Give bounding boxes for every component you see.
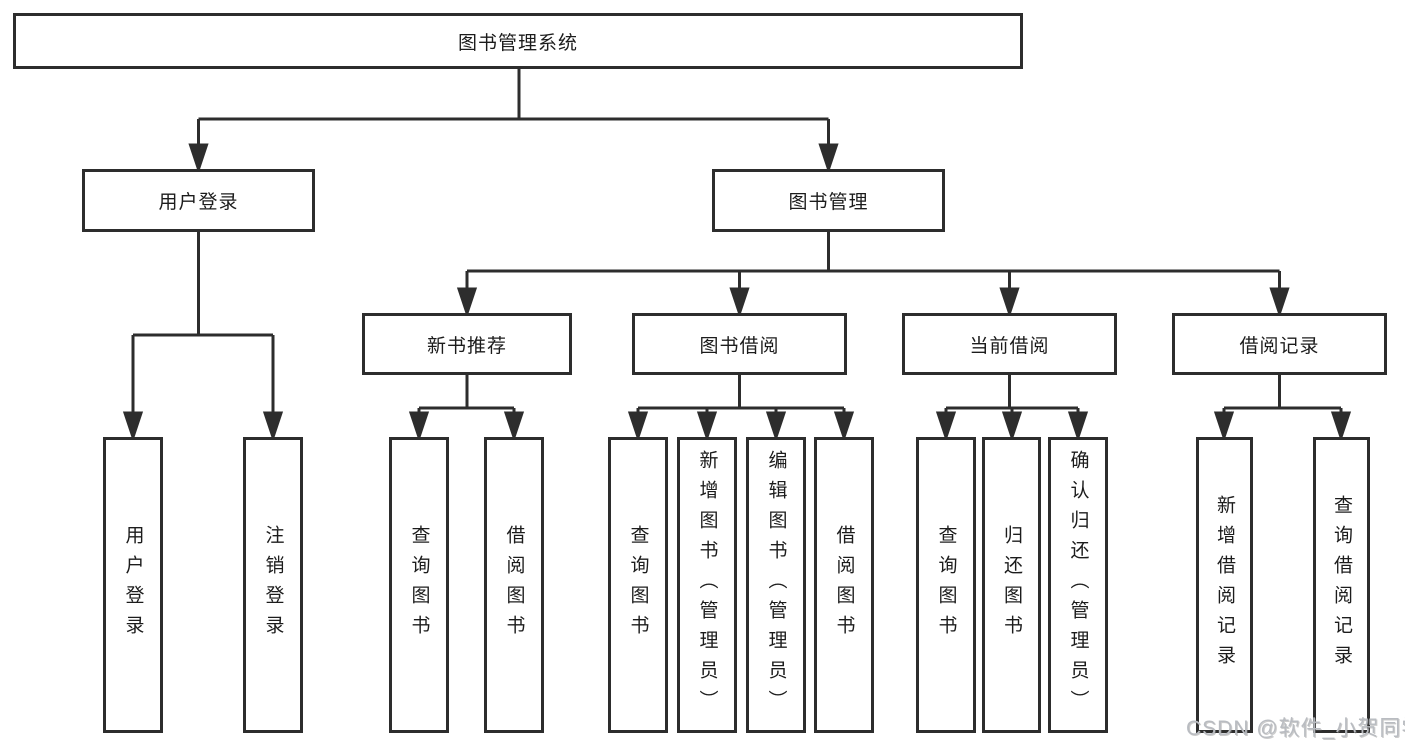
leaf-edit-books-admin: 编辑图书（管理员） (746, 437, 806, 733)
node-user-login: 用户登录 (82, 169, 315, 232)
node-new-book-recommend-label: 新书推荐 (426, 335, 507, 357)
node-book-borrow: 图书借阅 (632, 313, 847, 375)
node-root: 图书管理系统 (13, 13, 1023, 69)
connector-bookmgmt-to-level2 (456, 232, 1290, 318)
leaf-add-books-admin-label: 新增图书（管理员） (696, 450, 718, 720)
node-root-label: 图书管理系统 (457, 32, 578, 54)
leaf-user-login: 用户登录 (103, 437, 163, 733)
node-current-borrow-label: 当前借阅 (969, 335, 1050, 357)
leaf-confirm-return-admin-label: 确认归还（管理员） (1067, 450, 1089, 720)
node-borrow-records: 借阅记录 (1172, 313, 1387, 375)
leaf-logout-label: 注销登录 (262, 525, 284, 645)
leaf-query-books-current-label: 查询图书 (935, 525, 957, 645)
connector-root-to-level1 (188, 69, 839, 174)
leaf-query-borrow-record: 查询借阅记录 (1313, 437, 1370, 733)
connector-records-to-leaves (1213, 375, 1352, 442)
connector-newbook-to-leaves (408, 375, 525, 442)
connector-userlogin-to-leaves (122, 232, 284, 442)
leaf-add-borrow-record: 新增借阅记录 (1196, 437, 1253, 733)
leaf-query-books-borrow-label: 查询图书 (627, 525, 649, 645)
node-current-borrow: 当前借阅 (902, 313, 1117, 375)
connector-current-to-leaves (935, 375, 1089, 442)
connector-borrow-to-leaves (627, 375, 855, 442)
node-user-login-label: 用户登录 (158, 192, 239, 213)
node-borrow-records-label: 借阅记录 (1239, 335, 1320, 357)
leaf-borrow-books-recommend-label: 借阅图书 (503, 525, 525, 645)
leaf-borrow-books-label: 借阅图书 (833, 525, 855, 645)
leaf-return-books: 归还图书 (982, 437, 1041, 733)
leaf-add-borrow-record-label: 新增借阅记录 (1214, 495, 1235, 675)
leaf-borrow-books: 借阅图书 (814, 437, 874, 733)
leaf-query-books-recommend: 查询图书 (389, 437, 449, 733)
leaf-return-books-label: 归还图书 (1001, 525, 1022, 645)
leaf-query-borrow-record-label: 查询借阅记录 (1331, 495, 1352, 675)
leaf-query-books-recommend-label: 查询图书 (408, 525, 430, 645)
leaf-add-books-admin: 新增图书（管理员） (677, 437, 737, 733)
leaf-edit-books-admin-label: 编辑图书（管理员） (765, 450, 787, 720)
leaf-logout: 注销登录 (243, 437, 303, 733)
leaf-user-login-label: 用户登录 (122, 525, 144, 645)
leaf-query-books-current: 查询图书 (916, 437, 976, 733)
leaf-borrow-books-recommend: 借阅图书 (484, 437, 544, 733)
node-book-borrow-label: 图书借阅 (699, 335, 780, 357)
node-book-management-label: 图书管理 (788, 192, 869, 213)
node-book-management: 图书管理 (712, 169, 945, 232)
node-new-book-recommend: 新书推荐 (362, 313, 572, 375)
leaf-confirm-return-admin: 确认归还（管理员） (1048, 437, 1108, 733)
leaf-query-books-borrow: 查询图书 (608, 437, 668, 733)
watermark: CSDN @软件_小贺同学 (1186, 717, 1405, 740)
